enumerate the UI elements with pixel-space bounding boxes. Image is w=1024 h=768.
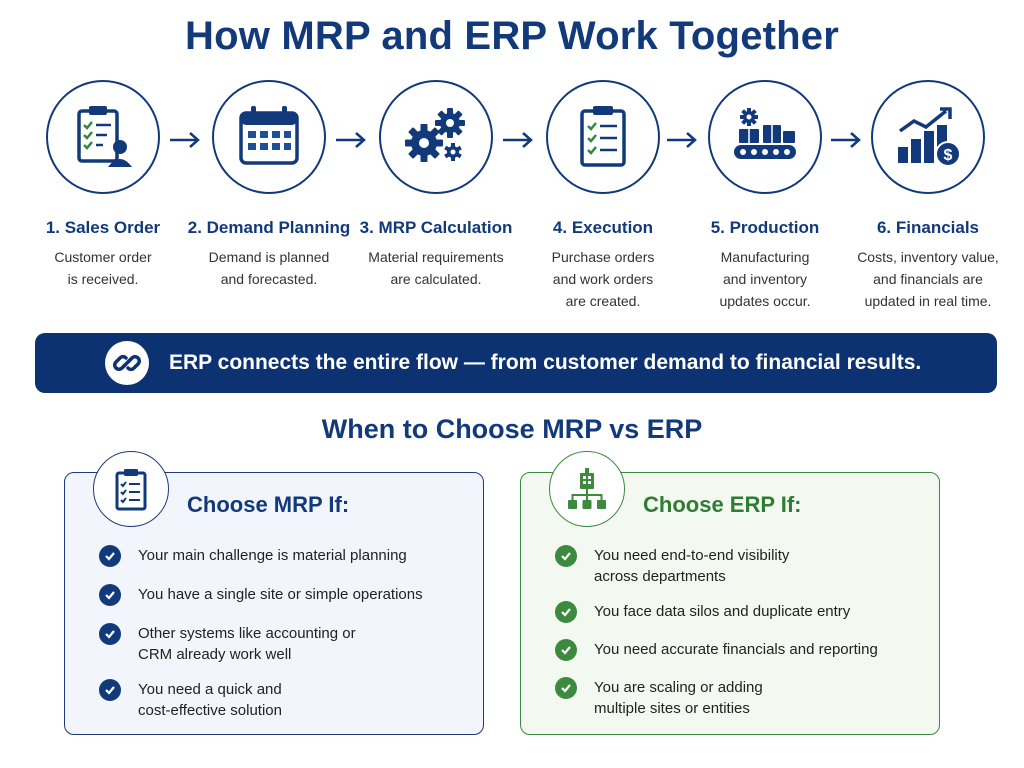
arrow-right-icon — [503, 132, 533, 148]
step-execution: 4. Execution Purchase orders and work or… — [518, 80, 688, 312]
step-demand-planning: 2. Demand Planning Demand is planned and… — [184, 80, 354, 290]
step-description: Manufacturing and inventory updates occu… — [680, 246, 850, 312]
step-description: Purchase orders and work orders are crea… — [518, 246, 688, 312]
process-steps: 1. Sales Order Customer order is receive… — [0, 80, 1024, 320]
step-title: 3. MRP Calculation — [359, 218, 513, 237]
step-desc-line: Material requirements — [368, 249, 504, 265]
erp-flow-banner: ERP connects the entire flow — from cust… — [35, 333, 997, 393]
step-sales-order: 1. Sales Order Customer order is receive… — [18, 80, 188, 290]
step-icon-circle — [379, 80, 493, 194]
list-item-text: You need accurate financials and reporti… — [594, 641, 878, 658]
check-icon — [99, 545, 121, 567]
arrow-right-icon — [831, 132, 861, 148]
arrow-right-icon — [336, 132, 366, 148]
check-icon — [99, 679, 121, 701]
calendar-icon — [239, 106, 299, 165]
check-icon — [555, 601, 577, 623]
step-desc-line: and forecasted. — [220, 271, 318, 287]
list-item: You need accurate financials and reporti… — [555, 639, 925, 661]
step-icon-circle: $ — [871, 80, 985, 194]
step-desc-line: are calculated. — [390, 271, 482, 287]
list-item: You have a single site or simple operati… — [99, 584, 469, 606]
step-desc-line: Customer order — [54, 249, 152, 265]
step-icon-circle — [46, 80, 160, 194]
arrow-right-icon — [667, 132, 697, 148]
list-item: You face data silos and duplicate entry — [555, 601, 925, 623]
section-subtitle: When to Choose MRP vs ERP — [321, 414, 703, 444]
choose-erp-card: Choose ERP If: You need end-to-end visib… — [520, 451, 940, 735]
step-title: 2. Demand Planning — [187, 218, 351, 237]
check-icon — [99, 584, 121, 606]
card-title: Choose ERP If: — [643, 492, 802, 517]
step-desc-line: are created. — [565, 293, 641, 309]
check-icon — [555, 639, 577, 661]
step-mrp-calculation: 3. MRP Calculation Material requirements… — [351, 80, 521, 290]
step-icon-circle — [212, 80, 326, 194]
step-desc-line: is received. — [67, 271, 139, 287]
banner-text: ERP connects the entire flow — from cust… — [169, 351, 922, 374]
step-desc-line: updates occur. — [719, 293, 811, 309]
check-icon — [555, 677, 577, 699]
checklist-icon — [580, 106, 626, 167]
link-icon — [113, 354, 141, 372]
conveyor-icon — [734, 108, 796, 159]
list-item-text: You have a single site or simple operati… — [138, 586, 423, 603]
step-desc-line: Manufacturing — [720, 249, 810, 265]
step-desc-line: updated in real time. — [864, 293, 992, 309]
step-desc-line: and inventory — [722, 271, 808, 287]
gears-icon — [405, 108, 465, 162]
choose-mrp-card: Choose MRP If: Your main challenge is ma… — [64, 451, 484, 736]
step-title: 5. Production — [710, 218, 820, 237]
mrp-criteria-list: Your main challenge is material planning… — [99, 545, 469, 736]
list-item-text: You face data silos and duplicate entry — [594, 603, 851, 620]
step-description: Costs, inventory value, and financials a… — [843, 246, 1013, 312]
check-icon — [555, 545, 577, 567]
list-item: Your main challenge is material planning — [99, 545, 469, 567]
step-description: Material requirements are calculated. — [351, 246, 521, 290]
step-title: 4. Execution — [552, 218, 654, 237]
step-description: Demand is planned and forecasted. — [184, 246, 354, 290]
step-icon-circle — [708, 80, 822, 194]
step-icon-circle — [546, 80, 660, 194]
org-building-icon — [568, 468, 606, 509]
page-title: How MRP and ERP Work Together — [184, 14, 840, 58]
check-icon — [99, 623, 121, 645]
step-financials: $ 6. Financials Costs, inventory value, … — [843, 80, 1013, 312]
clipboard-user-icon — [77, 106, 132, 167]
list-item-text: Your main challenge is material planning — [138, 547, 407, 564]
chart-dollar-icon: $ — [898, 107, 961, 167]
step-title: 6. Financials — [876, 218, 980, 237]
card-icon-badge — [93, 451, 169, 527]
link-icon-badge — [105, 341, 149, 385]
step-production: 5. Production Manufacturing and inventor… — [680, 80, 850, 312]
step-desc-line: Costs, inventory value, — [857, 249, 999, 265]
card-icon-badge — [549, 451, 625, 527]
clipboard-icon — [115, 469, 147, 511]
svg-text:$: $ — [944, 147, 953, 164]
card-title: Choose MRP If: — [187, 492, 350, 517]
arrow-right-icon — [170, 132, 200, 148]
step-desc-line: and financials are — [873, 271, 983, 287]
step-description: Customer order is received. — [18, 246, 188, 290]
step-title: 1. Sales Order — [45, 218, 161, 237]
step-desc-line: Purchase orders — [551, 249, 655, 265]
step-desc-line: and work orders — [552, 271, 654, 287]
step-desc-line: Demand is planned — [208, 249, 330, 265]
